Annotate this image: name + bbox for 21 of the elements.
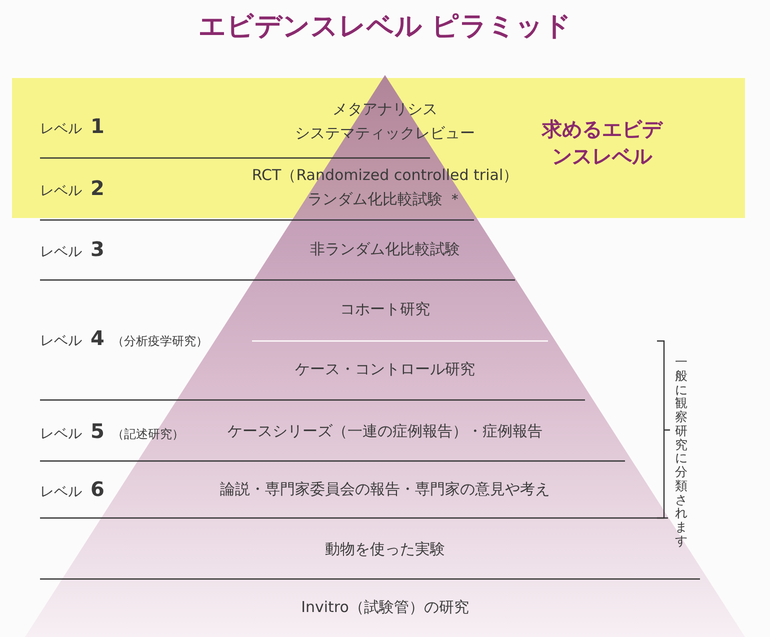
tier-text: ケースシリーズ（一連の症例報告）・症例報告 (228, 422, 542, 441)
tier-text: ランダム化比較試験 ＊ (308, 190, 462, 209)
tier-text: 非ランダム化比較試験 (310, 240, 460, 259)
bracket-note: 一般に観察研究に分類されます (675, 355, 688, 548)
tier-text: Invitro（試験管）の研究 (301, 598, 469, 617)
highlight-text: 求めるエビデンスレベル (540, 116, 664, 170)
tier-text: 動物を使った実験 (325, 540, 445, 559)
tier-text: コホート研究 (340, 300, 430, 319)
level-label: レベル 3 (40, 237, 104, 261)
level-label: レベル 1 (40, 114, 104, 138)
title: エビデンスレベル ピラミッド (198, 10, 572, 44)
tier-text: システマティックレビュー (295, 124, 475, 143)
level-label: レベル 5 (40, 419, 104, 443)
tier-text: 論説・専門家委員会の報告・専門家の意見や考え (220, 480, 550, 499)
level-label: レベル 4 (40, 326, 104, 350)
tier-text: ケース・コントロール研究 (295, 360, 475, 379)
tier-text: メタアナリシス (332, 100, 438, 119)
level-label: レベル 2 (40, 176, 104, 200)
level-note: （記述研究） (112, 426, 184, 443)
level-label: レベル 6 (40, 477, 104, 501)
level-note: （分析疫学研究） (112, 333, 208, 350)
